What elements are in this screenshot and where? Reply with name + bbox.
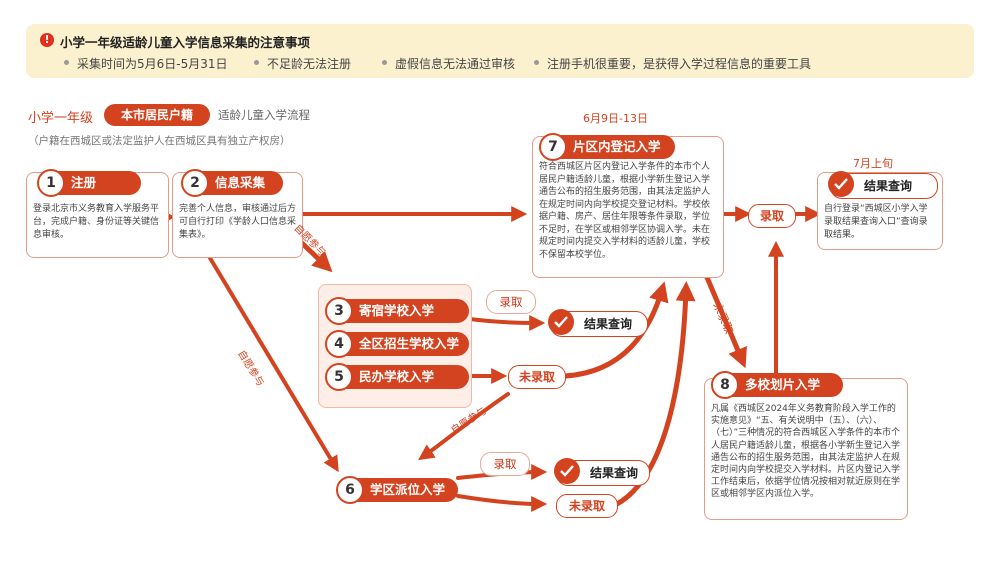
result-query-button[interactable]: 结果查询 [554, 458, 650, 486]
step-8-box: 8 多校划片入学 凡属《西城区2024年义务教育阶段入学工作的实施意见》“五、有… [704, 371, 908, 520]
notice-banner: ! 小学一年级适龄儿童入学信息采集的注意事项 采集时间为5月6日-5月31日 不… [26, 24, 974, 78]
result-label: 结果查询 [584, 317, 633, 331]
arrow-6-unadmitted [456, 494, 548, 512]
arrow-unadmitted-6 [418, 392, 510, 461]
step-5-pill: 5 民办学校入学 [325, 363, 469, 391]
notice-title: 小学一年级适龄儿童入学信息采集的注意事项 [60, 35, 311, 50]
step-6-label: 学区派位入学 [370, 482, 446, 497]
step-number: 3 [325, 297, 353, 325]
step-2-pill: 2 信息采集 [181, 169, 283, 197]
step-number: 2 [181, 169, 209, 197]
result-label: 结果查询 [590, 466, 639, 480]
step-number: 6 [336, 476, 364, 504]
residence-badge: 本市居民户籍 [104, 104, 210, 126]
grade-title: 小学一年级 [28, 111, 94, 126]
notice-item: 不足龄无法注册 [254, 55, 351, 72]
step-6-pill: 6 学区派位入学 [336, 476, 458, 504]
notice-item: 虚假信息无法通过审核 [382, 55, 515, 72]
step-8-pill: 8 多校划片入学 [711, 371, 843, 399]
arrow-7-8 [703, 272, 747, 369]
result-query-button[interactable]: 结果查询 [828, 171, 938, 199]
step-1-desc: 登录北京市义务教育入学服务平台，完成户籍、身份证等关键信息审核。 [33, 204, 160, 240]
step-7-date: 6月9日-13日 [583, 112, 648, 125]
notice-item: 注册手机很重要，是获得入学过程信息的重要工具 [534, 55, 811, 72]
step-2-desc: 完善个人信息，审核通过后方可自行打印《学龄人口信息采集表》。 [179, 204, 297, 240]
step-3-pill: 3 寄宿学校入学 [325, 297, 469, 325]
result-label: 结果查询 [864, 179, 913, 193]
result-desc: 自行登录“西城区小学入学录取结果查询入口”查询录取结果。 [824, 204, 928, 240]
step-number: 7 [539, 133, 567, 161]
step-7-box: 7 片区内登记入学 符合西城区片区内登记入学条件的本市个人居民户籍适龄儿童，根据… [532, 133, 724, 278]
result-query-button[interactable]: 结果查询 [548, 309, 648, 337]
arrow-unadmitted-7b [614, 281, 696, 507]
check-icon [828, 171, 854, 197]
step-8-label: 多校划片入学 [745, 377, 821, 392]
step-7-desc: 符合西城区片区内登记入学条件的本市个人居民户籍适龄儿童，根据小学新生登记入学通告… [539, 162, 711, 260]
step-4-pill: 4 全区招生学校入学 [325, 330, 469, 358]
admitted-label: 录取 [480, 452, 530, 476]
check-icon [548, 309, 574, 335]
eligibility-note: （户籍在西城区或法定监护人在西城区具有独立产权房） [28, 135, 291, 147]
flow-name: 适龄儿童入学流程 [218, 108, 310, 122]
admitted-label: 录取 [748, 204, 796, 228]
not-admitted-label: 未录取 [508, 365, 566, 389]
notice-item: 采集时间为5月6日-5月31日 [64, 55, 228, 72]
arrow-group-result [468, 314, 546, 331]
step-number: 8 [711, 371, 739, 399]
arrow-2-6 [208, 256, 339, 473]
step-3-label: 寄宿学校入学 [359, 303, 435, 318]
step-2-label: 信息采集 [215, 175, 266, 190]
step-number: 1 [37, 169, 65, 197]
step-5-label: 民办学校入学 [359, 369, 435, 384]
step-8-desc: 凡属《西城区2024年义务教育阶段入学工作的实施意见》“五、有关说明中（五）、（… [711, 404, 901, 500]
result-date: 7月上旬 [853, 157, 893, 170]
not-admitted-label: 未录取 [556, 494, 618, 518]
result-top-box: 结果查询 自行登录“西城区小学入学录取结果查询入口”查询录取结果。 [817, 171, 943, 250]
voluntary-school-group: 3 寄宿学校入学 4 全区招生学校入学 5 民办学校入学 [318, 284, 472, 408]
step-number: 5 [325, 363, 353, 391]
admitted-label: 录取 [486, 290, 536, 314]
step-number: 4 [325, 330, 353, 358]
step-1-box: 1 注册 登录北京市义务教育入学服务平台，完成户籍、身份证等关键信息审核。 [26, 169, 169, 258]
step-4-label: 全区招生学校入学 [359, 336, 460, 351]
step-7-label: 片区内登记入学 [573, 139, 661, 154]
step-7-pill: 7 片区内登记入学 [539, 133, 675, 161]
arrow-unadmitted-7 [562, 281, 669, 379]
warning-icon: ! [40, 33, 54, 47]
step-1-label: 注册 [71, 175, 97, 190]
step-2-box: 2 信息采集 完善个人信息，审核通过后方可自行打印《学龄人口信息采集表》。 [172, 169, 303, 258]
step-1-pill: 1 注册 [37, 169, 141, 197]
check-icon [554, 458, 580, 484]
